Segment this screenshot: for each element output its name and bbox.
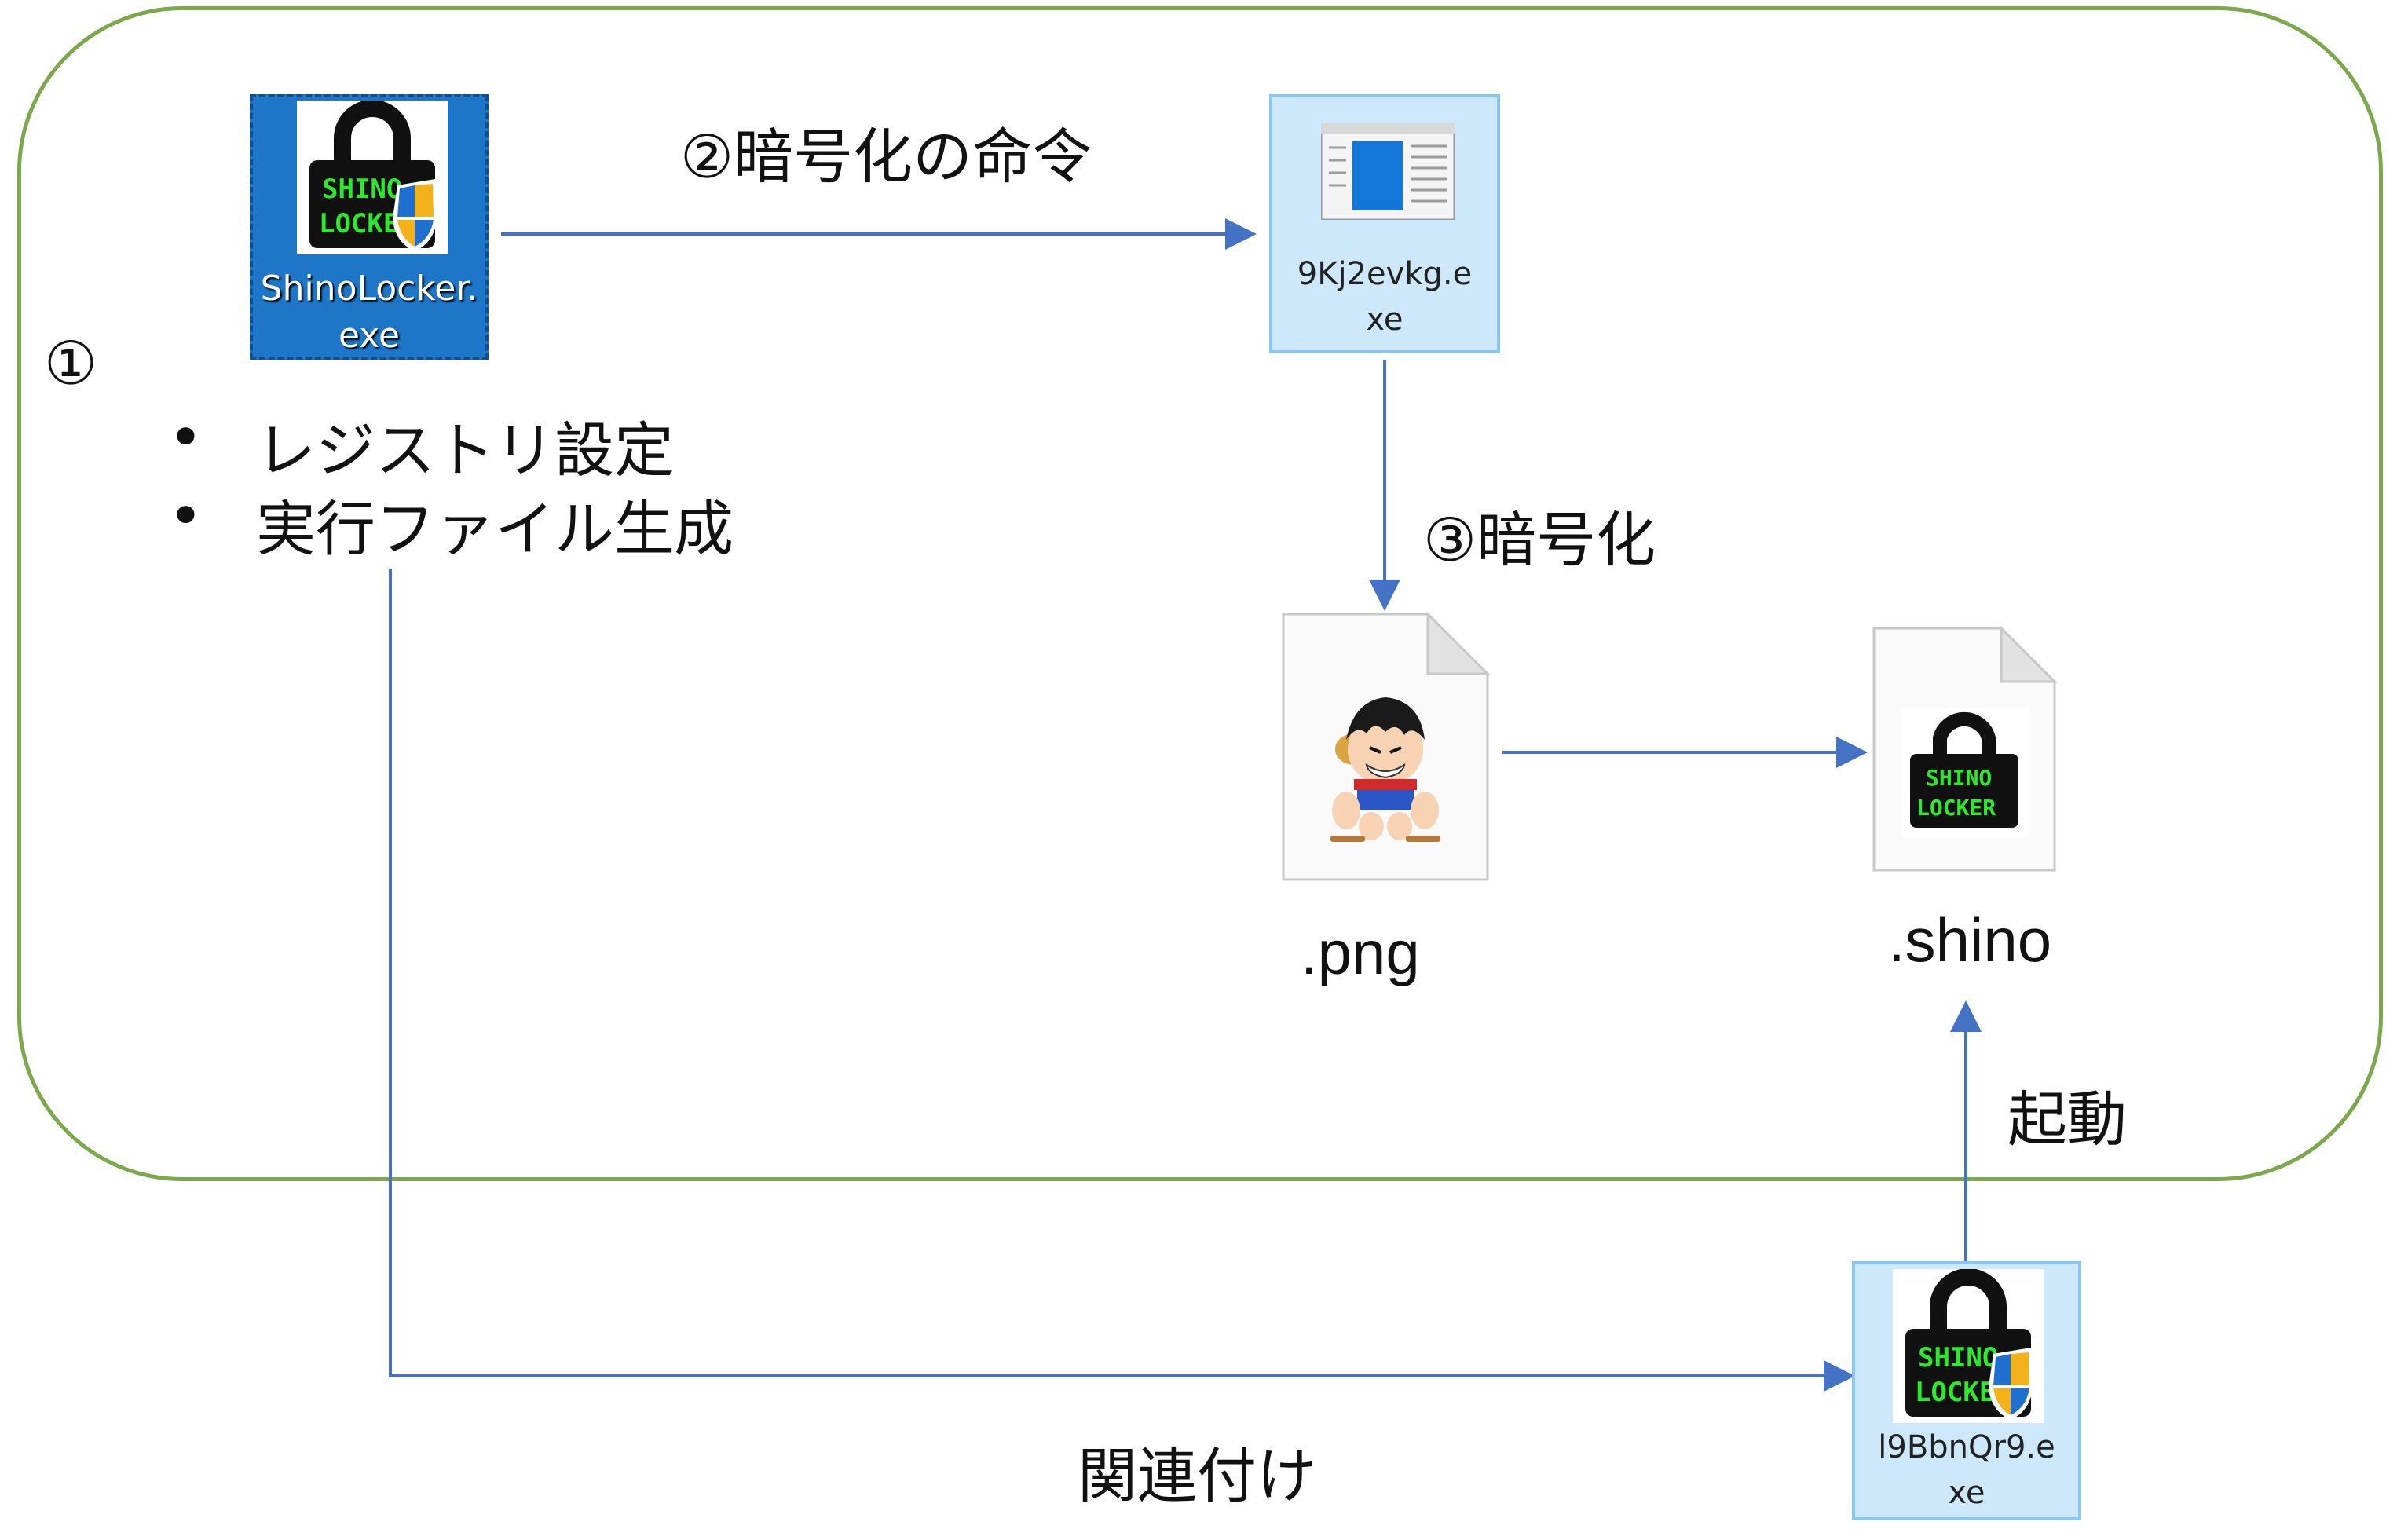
bullet-text: レジストリ設定 bbox=[256, 415, 674, 485]
process-boundary bbox=[17, 6, 2383, 1181]
step3-label: ③暗号化 bbox=[1423, 505, 1656, 575]
uac-shield-icon bbox=[1989, 1348, 2033, 1420]
shinolocker-icon: SHINO LOCKER bbox=[297, 101, 448, 254]
bullet-dot: • bbox=[168, 481, 203, 551]
shinolocker-icon: SHINO LOCKER bbox=[1893, 1269, 2044, 1423]
bullet-text: 実行ファイル生成 bbox=[256, 494, 734, 564]
step2-label: ②暗号化の命令 bbox=[680, 122, 1092, 192]
logo-text-shino: SHINO bbox=[1926, 765, 1992, 791]
logo-text-shino: SHINO bbox=[1918, 1342, 1998, 1374]
shino-extension-label: .shino bbox=[1888, 905, 2052, 975]
handler-exe-name: l9BbnQr9.e xe bbox=[1878, 1429, 2055, 1511]
logo-text-locker: LOCKER bbox=[1916, 795, 1996, 821]
arrow-associate bbox=[389, 569, 1855, 1392]
logo-text-shino: SHINO bbox=[322, 174, 402, 205]
launch-label: 起動 bbox=[2007, 1085, 2127, 1154]
bullet-dot: • bbox=[168, 402, 203, 472]
png-file-icon[interactable] bbox=[1279, 609, 1492, 884]
character-illustration bbox=[1330, 697, 1440, 842]
encryptor-exe-name: 9Kj2evkg.e xe bbox=[1297, 256, 1473, 338]
associate-label: 関連付け bbox=[1078, 1441, 1316, 1511]
step1-marker: ① bbox=[44, 328, 98, 398]
uac-shield-icon bbox=[393, 179, 437, 251]
shino-file-icon[interactable]: SHINO LOCKER bbox=[1869, 624, 2059, 875]
shinolocker-exe-name: ShinoLocker. exe bbox=[260, 269, 478, 356]
exe-window-icon bbox=[1321, 123, 1455, 220]
png-extension-label: .png bbox=[1301, 918, 1420, 987]
encryptor-exe-tile[interactable]: 9Kj2evkg.e xe bbox=[1269, 94, 1500, 353]
handler-exe-tile[interactable]: SHINO LOCKER l9BbnQr9.e xe bbox=[1852, 1261, 2081, 1520]
shinolocker-exe-tile[interactable]: SHINO LOCKER ShinoLocker. exe bbox=[250, 94, 489, 360]
